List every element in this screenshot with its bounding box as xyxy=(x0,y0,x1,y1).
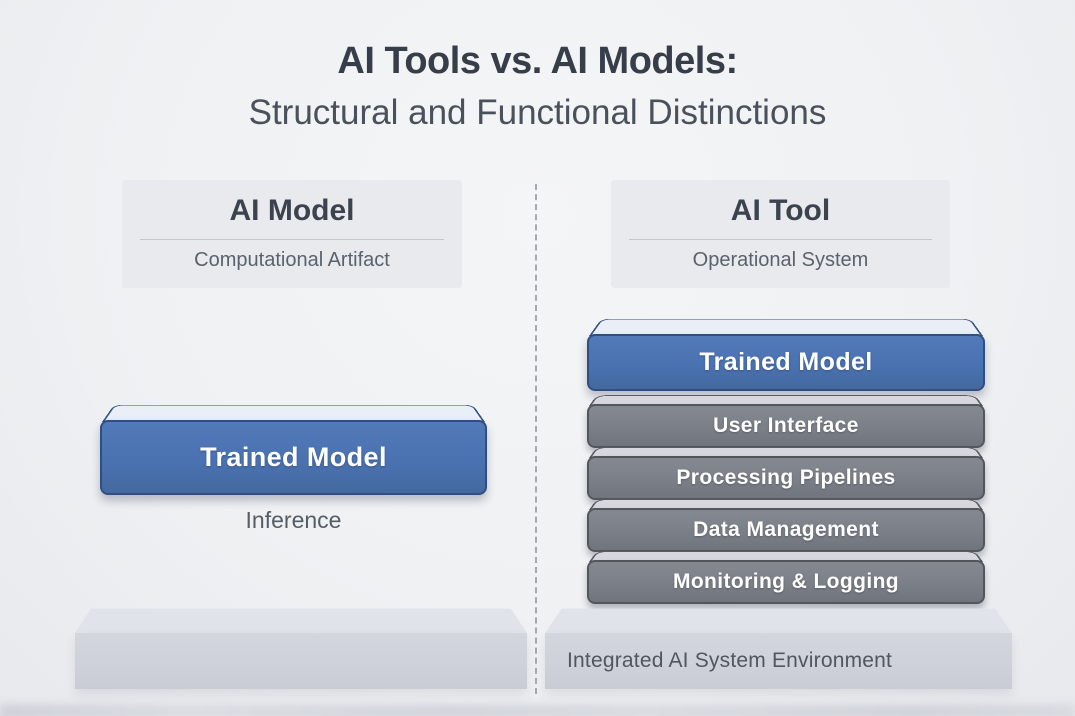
trained-model-box-left: Trained Model xyxy=(100,404,487,495)
ai-tool-subheading: Operational System xyxy=(692,249,869,271)
ai-model-header-card: AI Model Computational Artifact xyxy=(122,180,462,288)
ai-model-heading: AI Model xyxy=(229,194,355,227)
left-base-platform xyxy=(75,608,527,689)
header-divider xyxy=(140,239,444,240)
right-base-platform: Integrated AI System Environment xyxy=(545,608,1012,689)
ai-tool-header-card: AI Tool Operational System xyxy=(611,180,950,288)
stack-processing-pipelines-box: Processing Pipelines xyxy=(587,447,985,500)
stack-data-management-box: Data Management xyxy=(587,499,985,552)
stack-trained-model-label: Trained Model xyxy=(587,334,985,391)
platform-top-face xyxy=(75,608,527,633)
ai-model-subheading: Computational Artifact xyxy=(194,249,390,271)
page-title: AI Tools vs. AI Models: Structural and F… xyxy=(0,38,1075,136)
center-dashed-divider xyxy=(535,184,537,694)
title-subtitle: Structural and Functional Distinctions xyxy=(248,93,827,132)
trained-model-label: Trained Model xyxy=(100,420,487,495)
header-divider xyxy=(629,239,932,240)
platform-top-face xyxy=(545,608,1012,633)
stack-monitoring-logging-box: Monitoring & Logging xyxy=(587,551,985,604)
platform-front-face: Integrated AI System Environment xyxy=(545,633,1012,689)
stack-user-interface-label: User Interface xyxy=(587,404,985,448)
stack-processing-pipelines-label: Processing Pipelines xyxy=(587,456,985,500)
bottom-blur-strip xyxy=(0,704,1075,716)
platform-front-face xyxy=(75,633,527,689)
stack-trained-model-box: Trained Model xyxy=(587,318,985,391)
ai-tool-heading: AI Tool xyxy=(730,194,831,227)
stack-user-interface-box: User Interface xyxy=(587,395,985,448)
title-main: AI Tools vs. AI Models: xyxy=(337,40,738,82)
stack-data-management-label: Data Management xyxy=(587,508,985,552)
inference-caption: Inference xyxy=(245,507,342,533)
stack-monitoring-logging-label: Monitoring & Logging xyxy=(587,560,985,604)
integrated-environment-label: Integrated AI System Environment xyxy=(567,649,893,672)
